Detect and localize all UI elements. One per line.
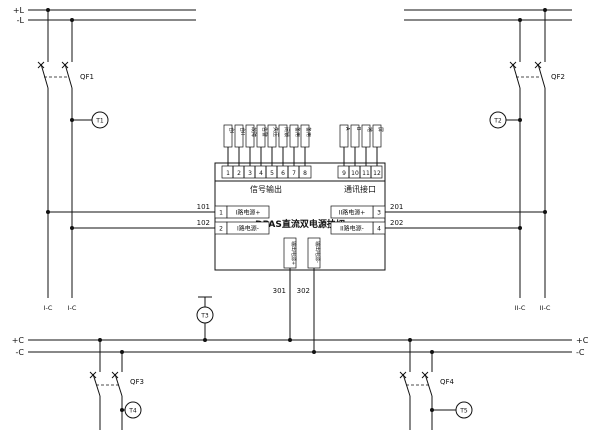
signal-term-num: 3 [248, 170, 252, 177]
signal-term-tag: 故障 [250, 127, 257, 137]
breaker-qf1-label: QF1 [80, 73, 94, 81]
signal-term-tag: 合II [239, 127, 246, 135]
bus-label-top-pos: +L [13, 6, 25, 15]
signal-term-tag: 备用 [305, 127, 312, 137]
signal-term-num: 8 [303, 170, 307, 177]
bus-label-bottom-neg-left: -C [16, 348, 25, 357]
wire-302-label: 302 [297, 287, 310, 295]
bus-label-bottom-neg-right: -C [576, 348, 585, 357]
signal-term-num: 1 [226, 170, 230, 177]
bus-label-bottom-pos-left: +C [12, 336, 25, 345]
transducer-t1-symbol [91, 111, 109, 129]
wire-102-label: 102 [197, 219, 210, 227]
feeder4-wiring [399, 338, 456, 430]
signal-group-label: 信号输出 [250, 184, 282, 194]
signal-term-num: 2 [237, 170, 241, 177]
input-left-num-2: 2 [219, 226, 223, 233]
comm-term-num: 12 [373, 170, 381, 177]
signal-term-num: 4 [259, 170, 263, 177]
signal-term-num: 7 [292, 170, 296, 177]
signal-output-wires: 合I 合II 故障 告警 失压 闭锁 备用 备用 [223, 124, 312, 166]
signal-term-tag: 闭锁 [283, 127, 290, 137]
wire-202-label: 202 [390, 219, 403, 227]
comm-term-tag: A [344, 127, 350, 131]
device-title: DPAS直流双电源抉切 [255, 218, 345, 230]
signal-term-tag: 备用 [294, 127, 301, 137]
comm-port-wires: A B 地 屏 [339, 124, 383, 166]
comm-term-num: 11 [362, 170, 370, 177]
feeder2-wiring [385, 8, 547, 298]
feeder1-end-label-pos: I-C [44, 304, 53, 312]
input-right-label-4: II路电源- [340, 225, 364, 233]
transducer-t4-label: T4 [128, 408, 137, 415]
bottom-bus: +C -C +C -C [12, 336, 589, 357]
bus-label-bottom-pos-right: +C [576, 336, 589, 345]
input-left-label-2: I路电源- [237, 225, 259, 233]
signal-term-tag: 失压 [272, 127, 279, 137]
transducer-t5-symbol [455, 401, 473, 419]
transducer-t5-label: T5 [459, 408, 468, 415]
wire-101-label: 101 [197, 203, 210, 211]
input-terminals-right: 3 II路电源+ 4 II路电源- [330, 205, 386, 235]
bus-label-top-neg: -L [17, 16, 25, 25]
breaker-qf3-label: QF3 [130, 378, 144, 386]
comm-term-tag: 地 [366, 127, 373, 132]
comm-terminal-strip: 9 10 11 12 [337, 165, 383, 179]
wire-201-label: 201 [390, 203, 403, 211]
transducer-t2-symbol [489, 111, 507, 129]
signal-terminal-strip: 1 2 3 4 5 6 7 8 [221, 165, 312, 179]
feeder2-end-label-neg: II-C [515, 304, 526, 312]
input-terminals-left: 1 I路电源+ 2 I路电源- [214, 205, 270, 235]
comm-group-label: 通讯接口 [344, 184, 376, 194]
signal-term-tag: 合I [228, 127, 235, 133]
signal-term-num: 5 [270, 170, 274, 177]
top-right-bus [404, 9, 572, 21]
comm-term-tag: 屏 [377, 127, 383, 132]
feeder1-end-label-neg: I-C [68, 304, 77, 312]
input-right-label-3: II路电源+ [339, 209, 366, 217]
signal-term-tag: 告警 [261, 127, 268, 137]
breaker-qf2-label: QF2 [551, 73, 565, 81]
input-left-label-1: I路电源+ [236, 209, 261, 217]
transducer-t4-symbol [124, 401, 142, 419]
input-right-num-3: 3 [377, 210, 381, 217]
input-right-num-4: 4 [377, 226, 381, 233]
feeder2-end-label-pos: II-C [540, 304, 551, 312]
transducer-t1-label: T1 [95, 118, 104, 125]
feeder3-wiring [89, 338, 125, 430]
wire-301-label: 301 [273, 287, 286, 295]
breaker-qf4-label: QF4 [440, 378, 455, 386]
output-label-pos: 输出电源+ [290, 241, 297, 265]
output-label-neg: 输出电源- [314, 241, 321, 263]
transducer-t3-label: T3 [200, 313, 209, 320]
comm-term-num: 10 [351, 170, 359, 177]
feeder1-wiring [37, 8, 215, 298]
transducer-t2-label: T2 [493, 118, 502, 125]
comm-term-num: 9 [342, 170, 346, 177]
comm-term-tag: B [355, 127, 361, 131]
top-left-bus: +L -L [13, 6, 196, 25]
bus-meter-t3 [196, 296, 214, 342]
input-left-num-1: 1 [219, 210, 223, 217]
output-terminals: 输出电源+ 输出电源- [283, 237, 321, 354]
signal-term-num: 6 [281, 170, 285, 177]
